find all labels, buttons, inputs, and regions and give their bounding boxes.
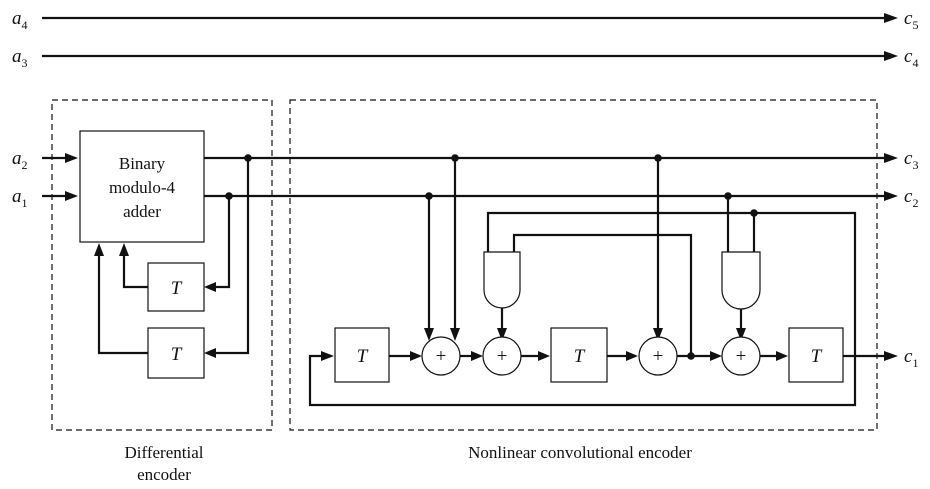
label-a2: a2 (12, 148, 28, 172)
label-c1: c1 (904, 346, 918, 370)
label-c4: c4 (904, 46, 918, 70)
adder-label-line3: adder (123, 202, 161, 221)
arrowhead (204, 348, 216, 358)
caption-differential-line1: Differential (125, 443, 204, 462)
delay-label: T (357, 346, 369, 367)
adder-label-line1: Binary (119, 154, 166, 173)
delay-label: T (171, 344, 183, 365)
arrowhead (884, 191, 898, 201)
arrowhead (884, 153, 898, 163)
arrowhead (736, 328, 746, 341)
delay-T-lower (147, 327, 205, 379)
arrowhead (321, 351, 334, 361)
arrowhead (65, 153, 78, 163)
delay-T-3 (788, 327, 844, 383)
and-gate-right (721, 251, 761, 310)
delay-T-2 (550, 327, 608, 383)
arrowhead (497, 328, 507, 341)
arrowhead (65, 191, 78, 201)
arrowhead (710, 351, 722, 361)
and-gate-left (483, 251, 521, 309)
label-c2: c2 (904, 186, 918, 210)
arrowhead (471, 351, 483, 361)
arrowhead (94, 243, 104, 256)
upper-T-to-adder-wire (122, 255, 148, 289)
plus-label: + (653, 346, 664, 367)
arrowhead (119, 243, 129, 256)
caption-nonlinear: Nonlinear convolutional encoder (468, 443, 692, 462)
delay-label: T (171, 278, 183, 299)
feedback-wire-c3-to-lower-T (214, 158, 250, 355)
label-c3: c3 (904, 148, 918, 172)
differential-encoder-boundary (51, 99, 273, 431)
label-a3: a3 (12, 46, 28, 70)
lower-T-to-adder-wire (97, 255, 148, 355)
label-a1: a1 (12, 186, 28, 210)
plus-label: + (736, 346, 747, 367)
c1-feedback-loop-wire (308, 211, 857, 407)
arrowhead (424, 328, 434, 341)
arrowhead (776, 351, 788, 361)
label-c5: c5 (904, 8, 918, 32)
delay-label: T (574, 346, 586, 367)
adder-label-line2: modulo-4 (109, 178, 176, 197)
arrowhead (538, 351, 550, 361)
and-left-input-from-middle-wire (512, 233, 693, 356)
caption-differential-line2: encoder (137, 465, 191, 484)
delay-label: T (811, 346, 823, 367)
arrowhead (884, 51, 898, 61)
arrowhead (884, 13, 898, 23)
arrowhead (626, 351, 638, 361)
label-a4: a4 (12, 8, 28, 32)
plus-label: + (497, 346, 508, 367)
arrowhead (410, 351, 422, 361)
feedback-wire-c2-to-upper-T (214, 196, 231, 289)
arrowhead (204, 282, 216, 292)
plus-label: + (436, 346, 447, 367)
arrowhead (884, 351, 898, 361)
binary-modulo-4-adder (79, 130, 205, 243)
arrowhead (450, 328, 460, 341)
arrowhead (653, 328, 663, 341)
nonlinear-encoder-boundary (289, 99, 878, 431)
junction-dot (687, 352, 695, 360)
